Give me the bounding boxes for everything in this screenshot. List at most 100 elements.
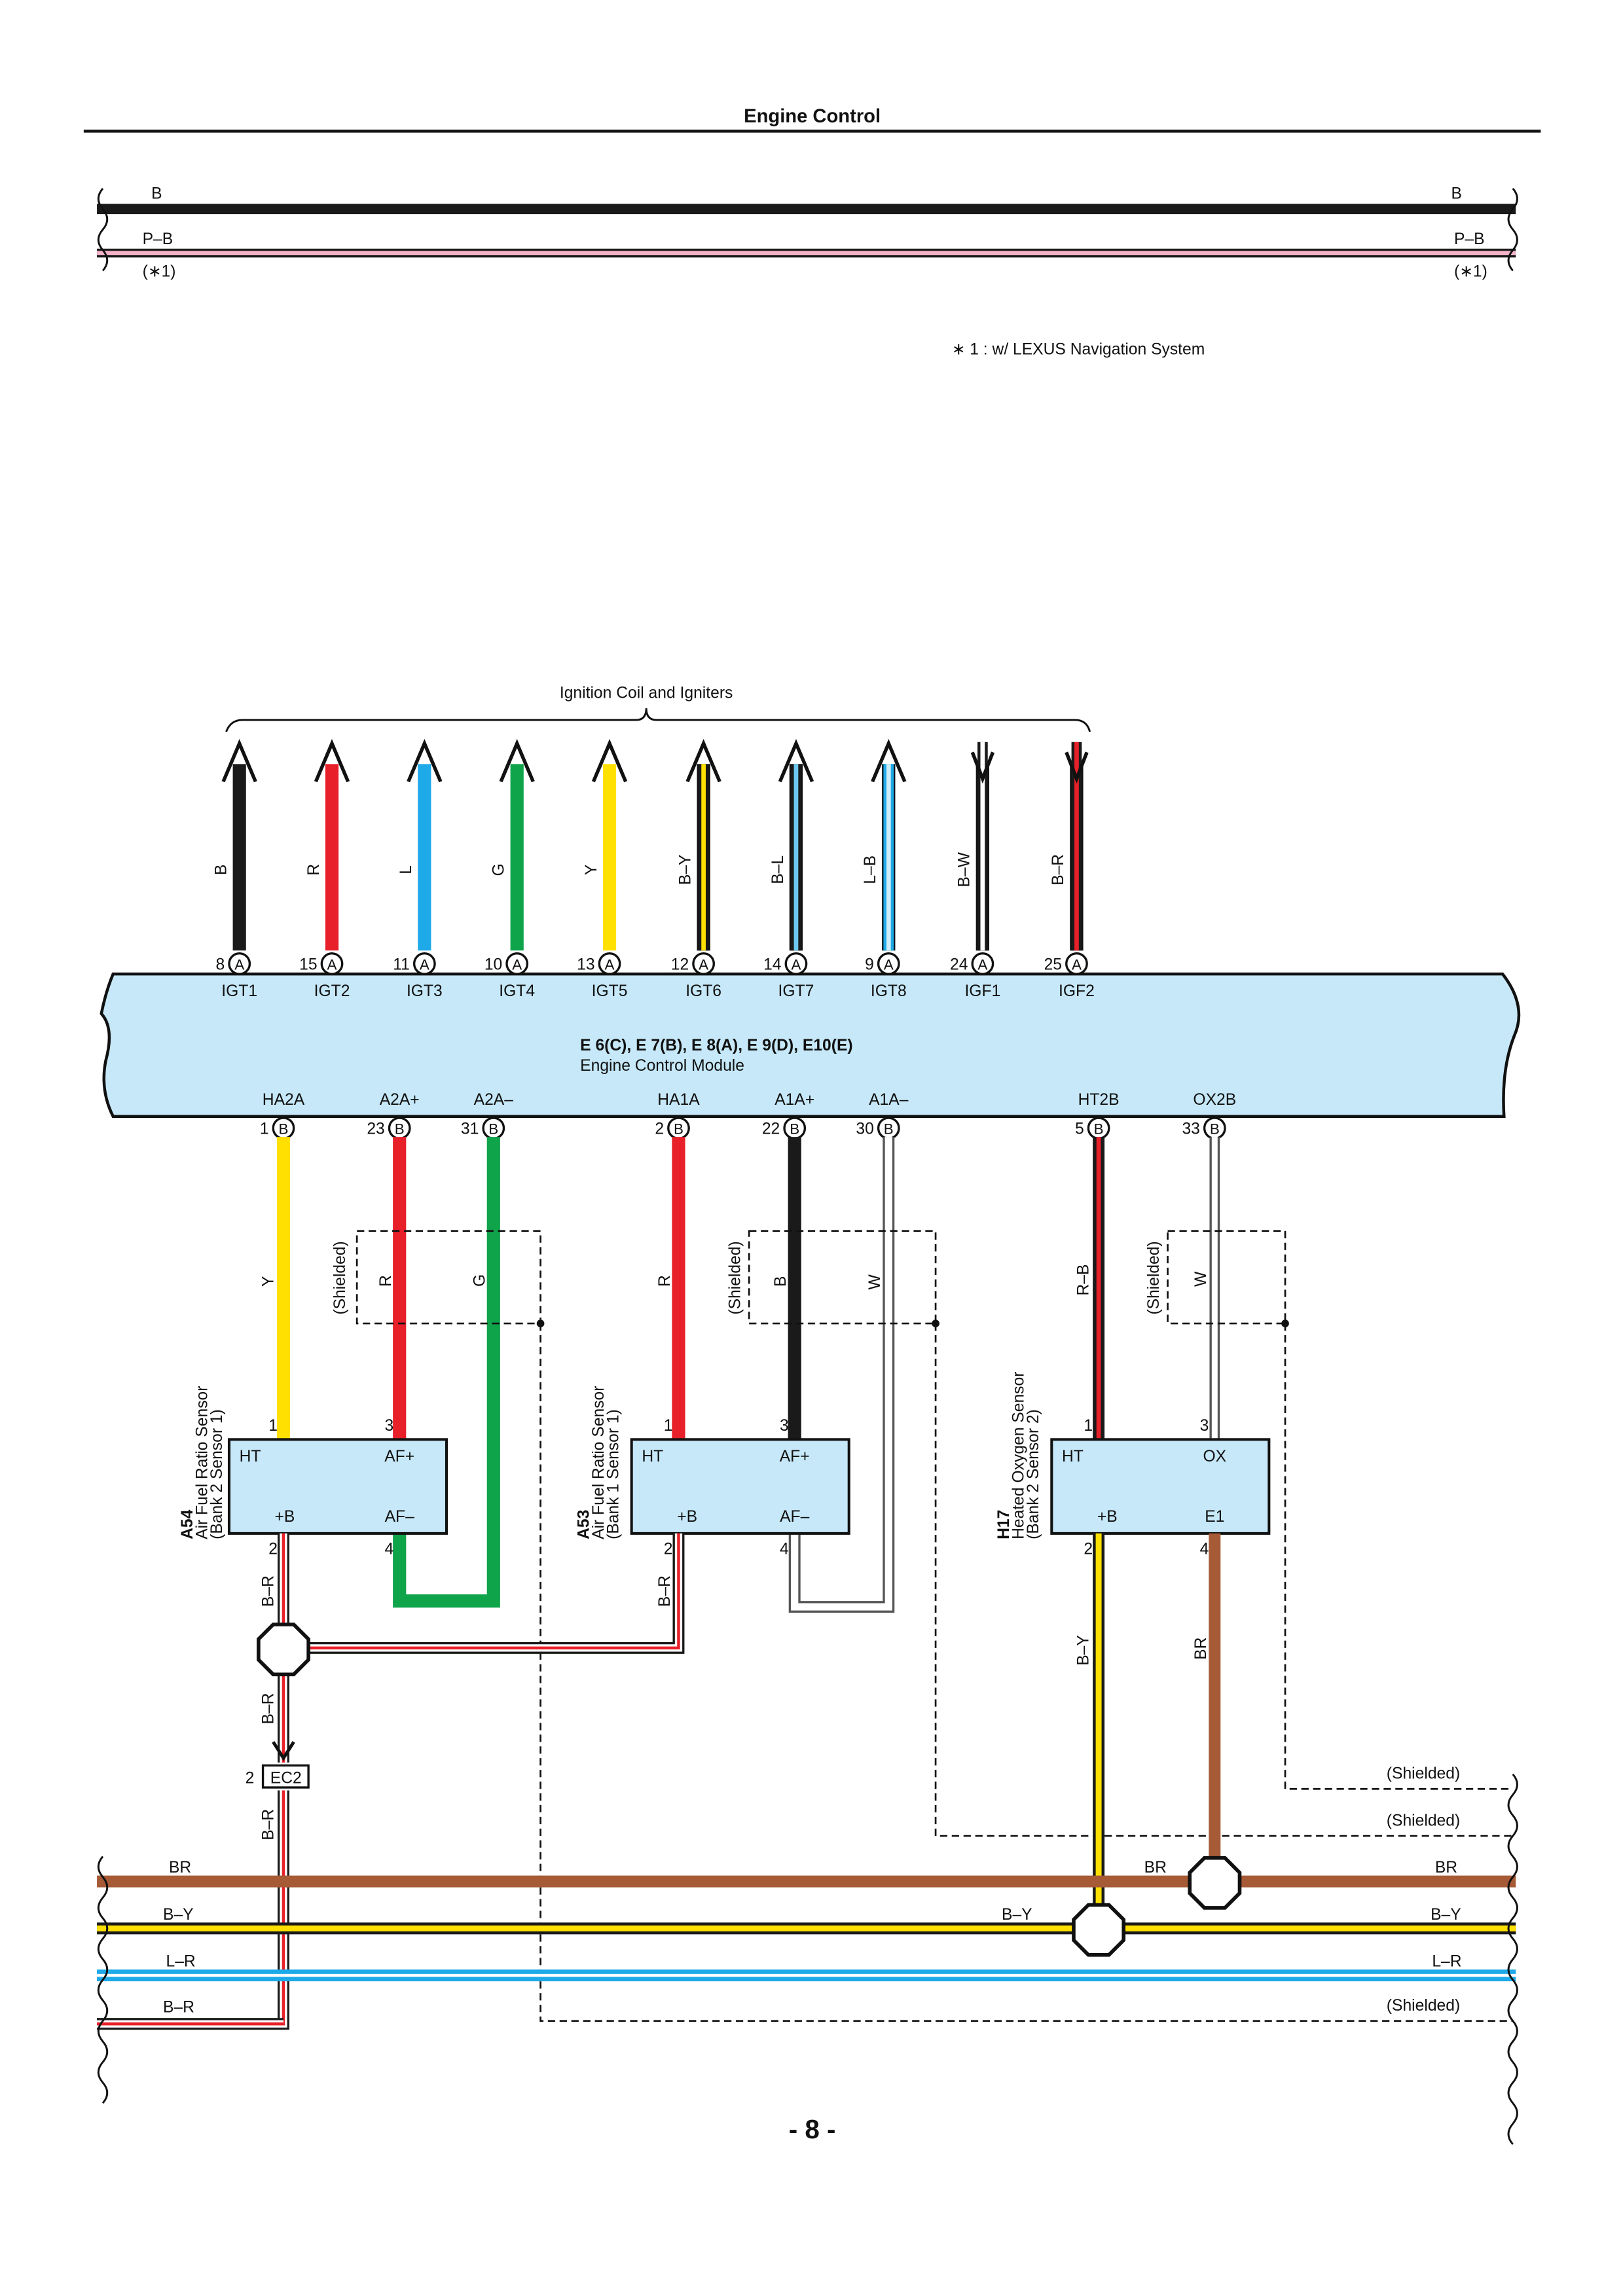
ign-pin-num-4: 13	[577, 956, 594, 973]
ecm-pin-a1a: A1A–B30	[856, 1091, 909, 1140]
ign-pin-num-1: 15	[299, 956, 317, 973]
top-wire-pb-label-right: P–B	[1454, 230, 1485, 248]
ecm-title: E 6(C), E 7(B), E 8(A), E 9(D), E10(E)	[580, 1037, 852, 1054]
bus-by-right: B–Y	[1431, 1906, 1461, 1924]
svg-text:3: 3	[385, 1417, 394, 1435]
svg-text:4: 4	[780, 1540, 789, 1558]
wire-a1a-minus-w	[788, 1137, 895, 1613]
top-wire-pb-label-left: P–B	[143, 230, 173, 248]
svg-text:A1A–: A1A–	[869, 1091, 909, 1109]
svg-text:2: 2	[268, 1540, 278, 1558]
svg-text:A2A–: A2A–	[474, 1091, 514, 1109]
svg-text:H17: H17	[995, 1510, 1013, 1539]
svg-text:HT: HT	[240, 1448, 261, 1465]
ignition-wire-igt5: Y	[583, 739, 628, 951]
top-wire-b-label-right: B	[1451, 185, 1462, 203]
svg-text:E1: E1	[1205, 1508, 1224, 1526]
ignition-wire-igt4: G	[490, 739, 535, 951]
svg-text:31: 31	[461, 1121, 479, 1138]
svg-text:23: 23	[367, 1121, 384, 1138]
wire-break-icon	[97, 187, 1518, 272]
wire-break-icon	[97, 1773, 1518, 2145]
ign-pin-num-0: 8	[216, 956, 225, 973]
ignition-wire-igt6: B–Y	[676, 739, 721, 951]
ecm-box	[100, 972, 1521, 1119]
svg-text:+B: +B	[275, 1508, 295, 1526]
ecm-bottom-pins: HA2AB1A2A+B23A2A–B31HA1AB2A1A+B22A1A–B30…	[260, 1091, 1236, 1140]
svg-text:+B: +B	[677, 1508, 697, 1526]
top-wire-pb-note-left: (∗1)	[143, 263, 176, 281]
label-a53-shield: (Shielded)	[727, 1241, 744, 1314]
connector-ec2	[261, 1764, 310, 1789]
label-h17-rb: R–B	[1074, 1264, 1092, 1295]
arrow-down-icon	[1065, 751, 1089, 784]
ignition-wire-igt3: L	[397, 739, 443, 951]
bus-wires	[97, 1875, 1516, 2030]
svg-text:A: A	[884, 956, 894, 973]
arrow-up-icon	[407, 739, 443, 783]
page-header: Engine Control	[744, 106, 881, 127]
top-wire-pb: P–B P–B (∗1) (∗1)	[97, 230, 1516, 281]
ignition-wire-label-2: L	[397, 865, 415, 874]
arrow-up-icon	[685, 739, 721, 783]
arrow-down-icon	[272, 1741, 295, 1761]
shield-label-1: (Shielded)	[1387, 1765, 1460, 1783]
svg-text:A54: A54	[179, 1509, 196, 1539]
arrow-up-icon	[778, 739, 814, 783]
svg-text:A53: A53	[575, 1510, 593, 1539]
svg-text:A: A	[699, 956, 708, 973]
svg-text:OX2B: OX2B	[1193, 1091, 1236, 1109]
arrow-up-icon	[221, 739, 257, 783]
svg-text:HA1A: HA1A	[657, 1091, 700, 1109]
ground-labels: B–R B–R B–R B–R B–Y BR	[259, 1575, 1210, 1840]
top-wire-b: B B	[97, 185, 1516, 215]
svg-text:Heated Oxygen Sensor: Heated Oxygen Sensor	[1010, 1372, 1028, 1539]
ignition-wire-label-7: L–B	[862, 855, 879, 884]
ign-pin-num-2: 11	[393, 956, 410, 973]
svg-text:A: A	[234, 956, 244, 973]
ignition-wire-igt7: B–L	[769, 739, 814, 951]
svg-text:4: 4	[1200, 1540, 1209, 1558]
svg-text:B: B	[395, 1121, 405, 1138]
svg-text:30: 30	[856, 1121, 873, 1138]
ignition-wire-label-5: B–Y	[676, 855, 694, 886]
svg-text:A1A+: A1A+	[775, 1091, 814, 1109]
shield-ground-dot-icon	[536, 1319, 1289, 1327]
label-a53-b: B	[772, 1276, 790, 1287]
svg-text:(Bank 2 Sensor 1): (Bank 2 Sensor 1)	[208, 1409, 226, 1539]
ign-pin-num-7: 9	[865, 956, 874, 973]
svg-text:AF–: AF–	[385, 1508, 415, 1526]
arrow-up-icon	[314, 739, 350, 783]
svg-text:A: A	[512, 956, 522, 973]
ign-signal-igt7: IGT7	[778, 982, 814, 1000]
ign-pin-num-8: 24	[950, 956, 968, 973]
ecm-pin-a2a: A2A+B23	[367, 1091, 420, 1140]
label-h17-w: W	[1192, 1271, 1210, 1287]
ignition-wire-igt1: B	[212, 739, 257, 951]
svg-text:HA2A: HA2A	[263, 1091, 305, 1109]
svg-text:A: A	[1072, 956, 1082, 973]
svg-text:2: 2	[664, 1540, 673, 1558]
svg-text:1: 1	[1084, 1417, 1093, 1435]
ignition-title: Ignition Coil and Igniters	[560, 684, 733, 702]
ignition-wire-label-8: B–W	[956, 852, 974, 887]
svg-text:(Bank 1 Sensor 1): (Bank 1 Sensor 1)	[604, 1409, 622, 1539]
ignition-wire-igf2: B–R	[1049, 742, 1089, 951]
label-ec2-br: B–R	[259, 1809, 277, 1840]
ign-signal-igt3: IGT3	[407, 982, 443, 1000]
svg-text:OX: OX	[1203, 1448, 1227, 1465]
svg-text:3: 3	[1200, 1417, 1209, 1435]
wire-a2a-minus-g	[393, 1137, 500, 1608]
label-a54-shield: (Shielded)	[331, 1241, 349, 1314]
svg-text:5: 5	[1075, 1121, 1084, 1138]
ign-signal-igt2: IGT2	[314, 982, 350, 1000]
